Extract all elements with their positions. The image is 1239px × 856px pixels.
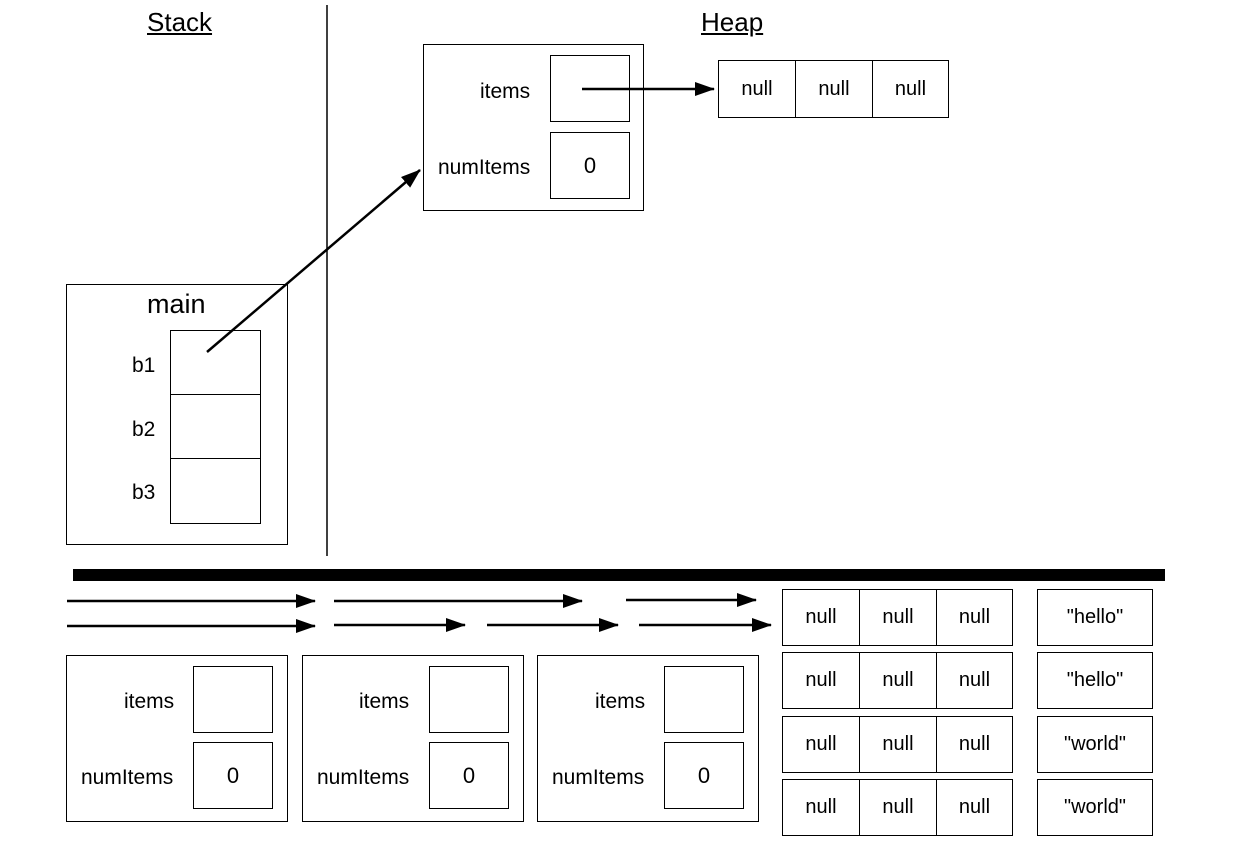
spare-numitems-slot: 0 — [664, 742, 744, 809]
var-slot-b2 — [170, 394, 261, 459]
spare-array-cell: null — [859, 779, 937, 836]
spare-array-cell: null — [782, 589, 860, 646]
stack-header: Stack — [147, 7, 213, 37]
spare-string: "hello" — [1037, 652, 1153, 709]
var-label-b1: b1 — [132, 354, 156, 377]
spare-array-cell: null — [782, 716, 860, 773]
spare-numitems-slot: 0 — [429, 742, 509, 809]
spare-items-slot — [193, 666, 273, 733]
spare-array-cell: null — [936, 589, 1013, 646]
spare-numitems-label: numItems — [317, 766, 410, 789]
heap-array-cell: null — [795, 60, 873, 118]
heap-array-cell: null — [872, 60, 949, 118]
spare-array-cell: null — [936, 716, 1013, 773]
spare-array-cell: null — [936, 652, 1013, 709]
spare-array-cell: null — [782, 779, 860, 836]
spare-string: "world" — [1037, 716, 1153, 773]
spare-array-cell: null — [859, 652, 937, 709]
spare-items-slot — [429, 666, 509, 733]
var-slot-b1 — [170, 330, 261, 395]
b1-reference-arrow — [206, 169, 421, 353]
spare-items-label: items — [124, 690, 175, 713]
spare-numitems-slot: 0 — [193, 742, 273, 809]
field-label-numitems: numItems — [438, 156, 531, 179]
spare-items-slot — [664, 666, 744, 733]
field-slot-numitems: 0 — [550, 132, 630, 199]
var-slot-b3 — [170, 458, 261, 524]
spare-string: "hello" — [1037, 589, 1153, 646]
heap-header: Heap — [701, 7, 764, 37]
spare-array-cell: null — [859, 589, 937, 646]
field-label-items: items — [480, 80, 531, 103]
spare-array-cell: null — [859, 716, 937, 773]
spare-items-label: items — [359, 690, 410, 713]
heap-array-cell: null — [718, 60, 796, 118]
main-frame — [66, 284, 288, 545]
spare-items-label: items — [595, 690, 646, 713]
heap-object — [423, 44, 644, 211]
var-label-b3: b3 — [132, 481, 156, 504]
field-slot-items — [550, 55, 630, 122]
spare-array-cell: null — [936, 779, 1013, 836]
spare-string: "world" — [1037, 779, 1153, 836]
frame-name: main — [147, 289, 206, 319]
spare-array-cell: null — [782, 652, 860, 709]
spare-numitems-label: numItems — [81, 766, 174, 789]
var-label-b2: b2 — [132, 418, 156, 441]
spare-numitems-label: numItems — [552, 766, 645, 789]
